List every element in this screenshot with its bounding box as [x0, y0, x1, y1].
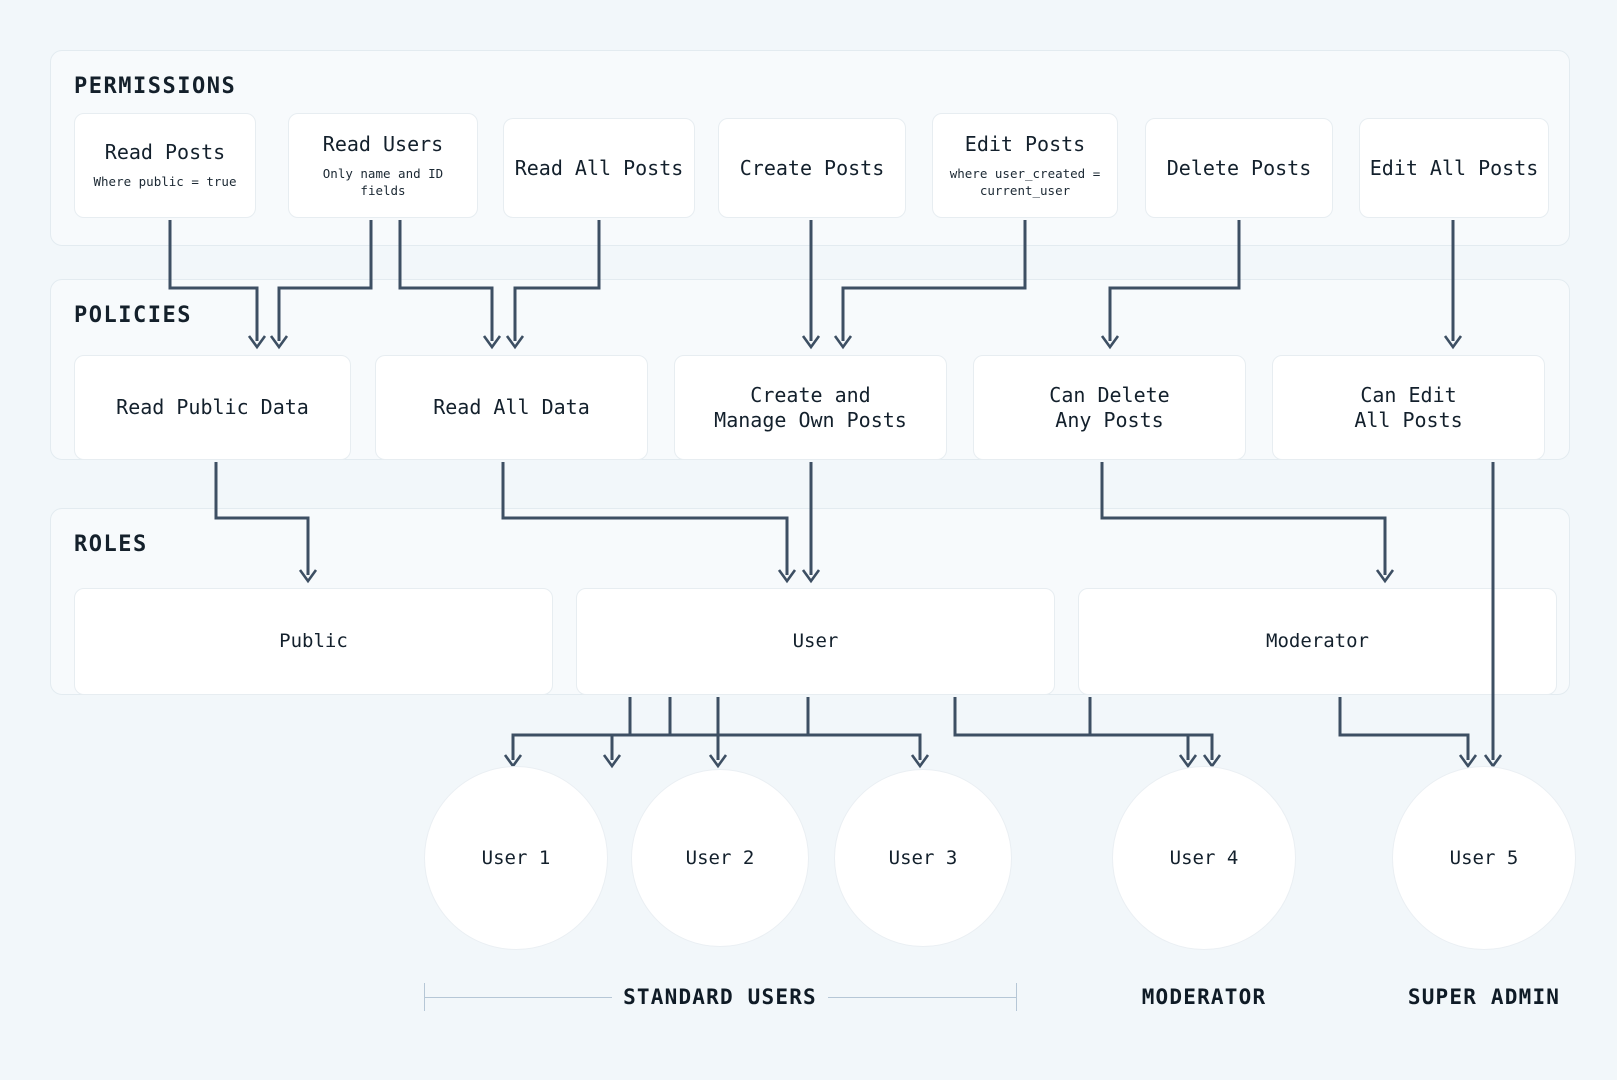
- section-title-policies: POLICIES: [74, 303, 192, 328]
- permission-node-title: Read All Posts: [514, 155, 684, 180]
- user-circle-user-5[interactable]: User 5: [1392, 766, 1576, 950]
- role-node-title: Public: [279, 629, 348, 652]
- permission-node-title: Delete Posts: [1166, 155, 1312, 180]
- permission-node-title: Read Users: [322, 132, 444, 157]
- policy-node-title: Can Edit All Posts: [1354, 382, 1463, 432]
- user-circle-label: User 1: [481, 847, 551, 869]
- connector-user-to-user-1: [602, 697, 810, 769]
- user-circle-label: User 2: [685, 847, 755, 869]
- policy-node-create-manage-own[interactable]: Create and Manage Own Posts: [674, 355, 947, 460]
- section-title-roles: ROLES: [74, 532, 148, 557]
- permission-node-delete-posts[interactable]: Delete Posts: [1145, 118, 1333, 218]
- group-bracket-cap-standard-users-1: [1016, 983, 1017, 1011]
- section-title-permissions: PERMISSIONS: [74, 74, 237, 99]
- connector-public-to-user-1: [503, 697, 632, 769]
- policy-node-read-all-data[interactable]: Read All Data: [375, 355, 648, 460]
- permission-node-subtitle: where user_created = current_user: [949, 166, 1101, 198]
- permission-node-subtitle: Only name and ID fields: [322, 166, 444, 198]
- group-bracket-line-standard-users-1: [828, 997, 1016, 998]
- policy-node-title: Read Public Data: [116, 395, 309, 419]
- role-node-user[interactable]: User: [576, 588, 1055, 695]
- user-circle-user-1[interactable]: User 1: [424, 766, 608, 950]
- user-circle-user-3[interactable]: User 3: [834, 769, 1012, 947]
- group-label-standard-users: STANDARD USERS: [623, 985, 817, 1009]
- permission-node-edit-all-posts[interactable]: Edit All Posts: [1359, 118, 1549, 218]
- role-node-title: Moderator: [1266, 629, 1369, 652]
- group-bracket-line-standard-users-0: [424, 997, 612, 998]
- permission-node-title: Create Posts: [739, 155, 885, 180]
- connector-moderator-to-user-4: [1088, 697, 1222, 769]
- group-label-moderator: MODERATOR: [1141, 985, 1267, 1009]
- role-node-moderator[interactable]: Moderator: [1078, 588, 1557, 695]
- permission-node-title: Edit All Posts: [1369, 155, 1539, 180]
- policy-node-title: Read All Data: [433, 395, 590, 419]
- permission-node-read-all-posts[interactable]: Read All Posts: [503, 118, 695, 218]
- group-bracket-cap-standard-users-0: [424, 983, 425, 1011]
- permission-node-create-posts[interactable]: Create Posts: [718, 118, 906, 218]
- policy-node-read-public-data[interactable]: Read Public Data: [74, 355, 351, 460]
- connector-moderator-to-user-5: [1338, 697, 1478, 769]
- connector-user-to-user-2: [708, 697, 728, 769]
- permission-node-title: Edit Posts: [964, 132, 1086, 157]
- permission-node-edit-posts[interactable]: Edit Posts where user_created = current_u…: [932, 113, 1118, 218]
- user-circle-user-2[interactable]: User 2: [631, 769, 809, 947]
- permission-node-subtitle: Where public = true: [93, 174, 237, 190]
- role-node-title: User: [792, 629, 839, 652]
- connector-user-to-user-4: [953, 697, 1198, 769]
- user-circle-label: User 4: [1169, 847, 1239, 869]
- policy-node-can-delete-any[interactable]: Can Delete Any Posts: [973, 355, 1246, 460]
- role-node-public[interactable]: Public: [74, 588, 553, 695]
- policy-node-title: Can Delete Any Posts: [1049, 382, 1170, 432]
- policy-node-can-edit-all[interactable]: Can Edit All Posts: [1272, 355, 1545, 460]
- policy-node-title: Create and Manage Own Posts: [714, 382, 907, 432]
- connector-user-to-user-3: [668, 697, 930, 769]
- user-circle-label: User 5: [1449, 847, 1519, 869]
- group-label-super-admin: SUPER ADMIN: [1407, 985, 1561, 1009]
- user-circle-user-4[interactable]: User 4: [1112, 766, 1296, 950]
- user-circle-label: User 3: [888, 847, 958, 869]
- permission-node-title: Read Posts: [104, 140, 226, 165]
